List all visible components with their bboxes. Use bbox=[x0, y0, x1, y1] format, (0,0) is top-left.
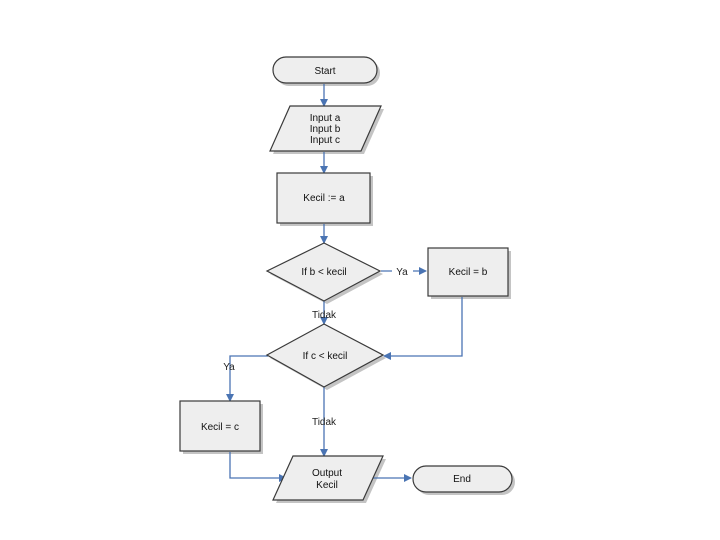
node-init: Kecil := a bbox=[276, 172, 371, 224]
node-end: End bbox=[412, 465, 513, 493]
node-output-line-2: Kecil bbox=[316, 480, 338, 491]
node-input-line-2: Input b bbox=[310, 124, 341, 135]
node-assign-b-label: Kecil = b bbox=[449, 267, 488, 278]
connectors bbox=[226, 84, 463, 482]
node-check-c-label: If c < kecil bbox=[303, 351, 348, 362]
node-input-line-1: Input a bbox=[310, 113, 341, 124]
edge-check-c-yes bbox=[226, 355, 268, 402]
node-input: Input a Input b Input c bbox=[269, 105, 382, 152]
node-check-b-label: If b < kecil bbox=[301, 267, 346, 278]
edge-label-b-no: Tidak bbox=[312, 310, 337, 321]
node-assign-c-label: Kecil = c bbox=[201, 422, 239, 433]
edge-assign-b-merge bbox=[383, 297, 463, 360]
edge-assign-c-to-output bbox=[229, 452, 287, 482]
node-output: Output Kecil bbox=[272, 455, 384, 501]
node-check-b: If b < kecil bbox=[265, 242, 382, 302]
edge-label-b-yes: Ya bbox=[396, 267, 408, 278]
node-assign-c: Kecil = c bbox=[179, 400, 261, 452]
node-input-line-3: Input c bbox=[310, 135, 340, 146]
node-end-label: End bbox=[453, 474, 471, 485]
edge-labels: Ya Tidak Ya Tidak bbox=[223, 265, 413, 428]
node-init-label: Kecil := a bbox=[303, 193, 345, 204]
node-start: Start bbox=[272, 56, 378, 84]
edge-label-c-yes: Ya bbox=[223, 362, 235, 373]
node-check-c: If c < kecil bbox=[265, 323, 385, 388]
node-assign-b: Kecil = b bbox=[427, 247, 509, 297]
node-start-label: Start bbox=[314, 66, 335, 77]
node-output-line-1: Output bbox=[312, 468, 342, 479]
edge-label-c-no: Tidak bbox=[312, 417, 337, 428]
